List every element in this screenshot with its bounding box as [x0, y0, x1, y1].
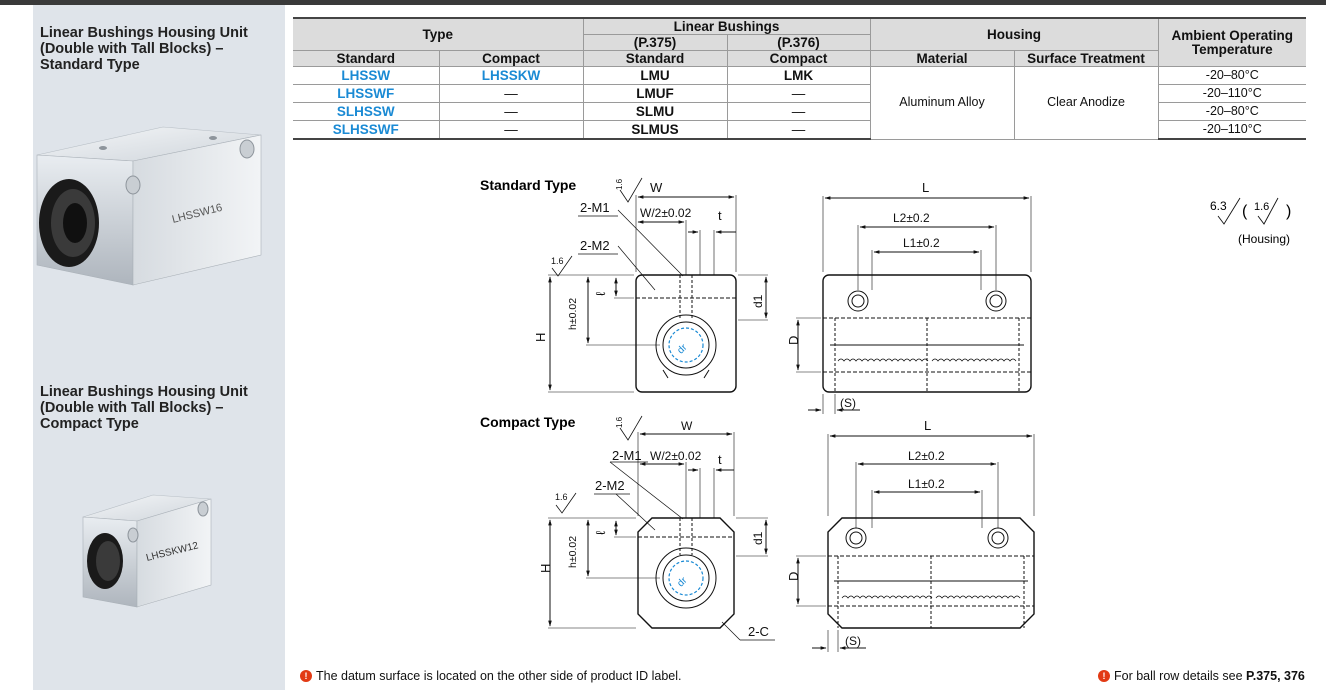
top-rule	[0, 0, 1326, 5]
housing-material: Aluminum Alloy	[869, 66, 1015, 140]
datum-note: ! The datum surface is located on the ot…	[300, 669, 682, 683]
warning-icon: !	[300, 670, 312, 682]
rough-mark-side-compact: 1.6	[555, 492, 568, 502]
warning-icon: !	[1098, 670, 1110, 682]
header-linear-bushings: Linear Bushings	[582, 17, 871, 35]
datum-note-text: The datum surface is located on the othe…	[316, 669, 682, 683]
label-2-m1-compact: 2-M1	[612, 448, 642, 463]
dim-l1-compact: L1±0.2	[908, 477, 945, 491]
table-row: SLHSSWF — SLMUS — -20–110°C	[293, 120, 1307, 140]
dim-w-half-compact: W/2±0.02	[650, 449, 702, 463]
dim-h-tol-compact: h±0.02	[567, 536, 579, 568]
sidebar-title-compact: Linear Bushings Housing Unit (Double wit…	[40, 384, 248, 432]
compact-type-title: Compact Type	[480, 414, 576, 430]
dim-l2-compact: L2±0.2	[908, 449, 945, 463]
dim-w-compact: W	[681, 419, 693, 433]
ball-row-note-text: For ball row details see	[1114, 669, 1247, 683]
bushing-compact: LMK	[726, 66, 871, 85]
header-standard: Standard	[293, 50, 440, 67]
bushing-standard: LMUF	[582, 84, 728, 103]
dim-d1: d1	[751, 294, 765, 308]
dim-l-compact: L	[924, 418, 931, 433]
dim-w: W	[650, 180, 663, 195]
ambient-temperature: -20–80°C	[1157, 102, 1307, 121]
standard-end-view	[548, 177, 768, 393]
ambient-temperature: -20–110°C	[1157, 120, 1307, 140]
dim-d: D	[786, 336, 801, 345]
label-2-m2-compact: 2-M2	[595, 478, 625, 493]
bushing-compact: —	[726, 102, 871, 121]
table-row: LHSSWF — LMUF — -20–110°C	[293, 84, 1307, 103]
dim-l2: L2±0.2	[893, 211, 930, 225]
header-p375: (P.375)	[583, 34, 728, 51]
dim-l1: L1±0.2	[903, 236, 940, 250]
product-photo-compact: LHSSKW12	[82, 494, 212, 608]
dim-l: L	[922, 180, 929, 195]
product-photo-standard: LHSSW16	[36, 126, 262, 286]
bushing-compact: —	[726, 120, 871, 140]
label-2-m1: 2-M1	[580, 200, 610, 215]
standard-side-view	[796, 196, 1032, 414]
roughness-spec: 6.3 ( 1.6 ) (Housing)	[1210, 197, 1291, 246]
dim-d-compact: D	[786, 572, 801, 581]
header-p376: (P.376)	[726, 34, 871, 51]
standard-type-title: Standard Type	[480, 177, 576, 193]
table-row: LHSSW LHSSKW LMU LMK Aluminum Alloy Clea…	[293, 66, 1307, 140]
header-housing: Housing	[869, 17, 1159, 51]
dim-t: t	[718, 208, 722, 223]
bushing-standard: SLMU	[582, 102, 728, 121]
header-surface-treatment: Surface Treatment	[1013, 50, 1159, 67]
dim-t-compact: t	[718, 452, 722, 467]
dim-s-compact: (S)	[845, 634, 861, 648]
dim-d1-compact: d1	[751, 531, 765, 545]
dim-ell: ℓ	[593, 291, 608, 296]
ball-row-page-ref[interactable]: P.375, 376	[1246, 669, 1305, 683]
spec-table: Type Linear Bushings Housing Ambient Ope…	[293, 17, 1307, 140]
roughness-main: 6.3	[1210, 199, 1227, 213]
header-bush-compact: Compact	[726, 50, 871, 67]
dim-ell-compact: ℓ	[593, 530, 608, 535]
roughness-paren-close: )	[1286, 203, 1291, 220]
table-row: SLHSSW — SLMU — -20–80°C	[293, 102, 1307, 121]
sidebar: Linear Bushings Housing Unit (Double wit…	[33, 5, 285, 690]
rough-mark-side: 1.6	[551, 256, 564, 266]
type-standard-link[interactable]: LHSSW	[293, 66, 440, 85]
ball-row-note: ! For ball row details see P.375, 376	[1098, 669, 1305, 683]
dim-h-compact: H	[538, 564, 553, 573]
compact-side-view	[796, 434, 1035, 652]
sidebar-title-standard: Linear Bushings Housing Unit (Double wit…	[40, 25, 248, 73]
compact-end-view	[548, 415, 775, 641]
header-ambient-temperature: Ambient Operating Temperature	[1157, 17, 1307, 67]
type-compact: —	[438, 120, 584, 140]
housing-surface-treatment: Clear Anodize	[1013, 66, 1159, 140]
dim-s: (S)	[840, 396, 856, 410]
rough-mark-top: 1.6	[615, 178, 624, 190]
header-material: Material	[869, 50, 1015, 67]
rough-mark-top-compact: 1.6	[615, 416, 624, 428]
label-2-c: 2-C	[748, 624, 769, 639]
type-standard-link[interactable]: SLHSSW	[293, 102, 440, 121]
type-compact: —	[438, 102, 584, 121]
header-bush-standard: Standard	[582, 50, 728, 67]
dim-w-half: W/2±0.02	[640, 206, 692, 220]
roughness-caption: (Housing)	[1238, 232, 1290, 246]
header-type: Type	[293, 17, 584, 51]
roughness-paren-open: (	[1242, 203, 1248, 220]
dim-h-upper: H	[533, 333, 548, 342]
roughness-sub: 1.6	[1254, 201, 1269, 213]
label-2-m2: 2-M2	[580, 238, 610, 253]
header-compact: Compact	[438, 50, 584, 67]
dim-h-tol: h±0.02	[567, 298, 579, 330]
type-compact-link[interactable]: LHSSKW	[438, 66, 584, 85]
bushing-standard: SLMUS	[582, 120, 728, 140]
